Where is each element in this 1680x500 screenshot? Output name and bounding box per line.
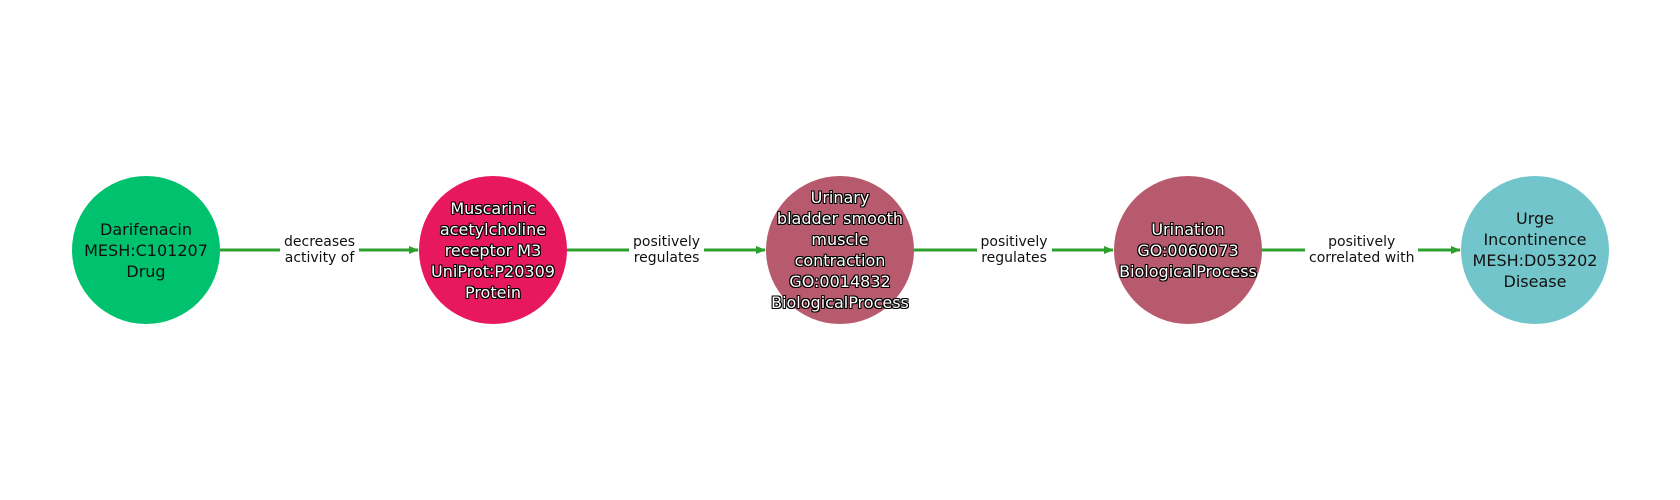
node-label-line: Urination [1151,219,1225,239]
node-label-line: Darifenacin [100,219,192,239]
node-label-line: GO:0060073 [1137,240,1239,260]
node-label-line: BiologicalProcess [1119,261,1257,281]
node-label-line: GO:0014832 [789,272,891,291]
edge-label-line: positively [980,234,1048,250]
edge-label-line: activity of [284,250,355,266]
edge-label-line: positively [633,234,701,250]
node-label-line: Protein [464,282,522,302]
node-label-line: Drug [126,261,166,281]
node-label-line: receptor M3 [444,240,542,260]
edge-label-line: regulates [633,250,700,266]
edge-label-line: decreases [284,234,356,250]
node-label-line: BiologicalProcess [771,293,909,312]
edge-label-line: regulates [981,250,1047,266]
node-label-line: Disease [1503,272,1567,291]
node-label-line: acetylcholine [439,219,547,239]
node-label-line: muscle [811,230,869,249]
node-label-line: UniProt:P20309 [431,261,555,281]
node-label-line: Incontinence [1483,230,1587,249]
edge-label-line: positively [1328,234,1396,250]
node-label-line: Muscarinic [450,198,536,218]
node-label-line: Urge [1515,209,1554,228]
edge-label-line: correlated with [1309,250,1415,266]
node-label-line: MESH:C101207 [84,240,208,260]
node-label-line: bladder smooth [776,209,904,228]
node-label-line: Urinary [810,188,870,207]
node-label-line: contraction [794,251,886,270]
node-label-line: MESH:D053202 [1472,251,1598,270]
